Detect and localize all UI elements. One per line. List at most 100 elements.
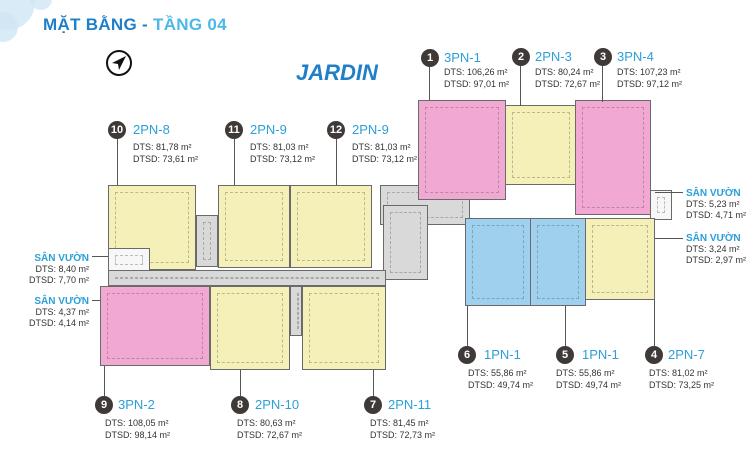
leader-line <box>92 300 100 301</box>
unit-dts: DTS: 81,02 m² <box>649 368 708 378</box>
unit-dts: DTS: 55,86 m² <box>556 368 615 378</box>
unit-dts: DTS: 81,45 m² <box>370 418 429 428</box>
garden-dts: DTS: 5,23 m² <box>686 199 740 209</box>
unit-3pn-1[interactable] <box>418 100 506 200</box>
unit-number-badge: 7 <box>364 396 382 414</box>
unit-2pn-7[interactable] <box>585 218 655 300</box>
garden-dts: DTS: 4,37 m² <box>35 307 89 317</box>
leader-line <box>565 306 566 346</box>
unit-type: 3PN-1 <box>444 50 481 65</box>
garden-dtsd: DTSD: 4,14 m² <box>28 318 89 328</box>
unit-3pn-4[interactable] <box>575 100 651 215</box>
unit-number-badge: 8 <box>231 396 249 414</box>
decor-bubble <box>30 0 52 10</box>
unit-dtsd: DTSD: 73,25 m² <box>649 380 715 390</box>
unit-dtsd: DTSD: 72,67 m² <box>237 430 303 440</box>
project-name: JARDIN <box>296 60 378 85</box>
unit-number-badge: 1 <box>421 49 439 67</box>
unit-type: 2PN-9 <box>352 122 389 137</box>
title-part1: MẶT BẰNG - <box>43 15 154 34</box>
garden-area <box>650 190 672 220</box>
unit-number-badge: 11 <box>225 121 243 139</box>
leader-line <box>373 370 374 396</box>
unit-dtsd: DTSD: 73,61 m² <box>133 154 199 164</box>
garden-dtsd: DTSD: 4,71 m² <box>686 210 747 220</box>
stairs <box>196 215 218 267</box>
unit-number-badge: 5 <box>556 346 574 364</box>
unit-dtsd: DTSD: 97,01 m² <box>444 79 510 89</box>
unit-dts: DTS: 80,24 m² <box>535 67 594 77</box>
leader-line <box>429 66 430 100</box>
unit-2pn-10[interactable] <box>210 286 290 370</box>
leader-line <box>336 139 337 185</box>
leader-line <box>104 366 105 396</box>
unit-dts: DTS: 81,03 m² <box>352 142 411 152</box>
unit-dtsd: DTSD: 73,12 m² <box>352 154 418 164</box>
unit-number-badge: 3 <box>594 48 612 66</box>
unit-dtsd: DTSD: 98,14 m² <box>105 430 171 440</box>
unit-1pn-1-6[interactable] <box>465 218 531 306</box>
unit-number-badge: 10 <box>108 121 126 139</box>
garden-dts: DTS: 8,40 m² <box>35 264 89 274</box>
garden-title: SÂN VƯỜN <box>34 253 89 264</box>
leader-line <box>602 66 603 102</box>
leader-line <box>234 139 235 185</box>
decor-bubble <box>0 12 18 42</box>
garden-dtsd: DTSD: 7,70 m² <box>28 275 89 285</box>
elevator-core <box>383 205 428 280</box>
leader-line <box>520 66 521 106</box>
garden-title: SÂN VƯỜN <box>686 188 741 199</box>
unit-type: 2PN-3 <box>535 49 572 64</box>
garden-title: SÂN VƯỜN <box>34 296 89 307</box>
unit-dts: DTS: 81,78 m² <box>133 142 192 152</box>
unit-number-badge: 9 <box>95 396 113 414</box>
title-floor: TẦNG 04 <box>153 15 227 34</box>
unit-type: 2PN-7 <box>668 347 705 362</box>
unit-type: 3PN-4 <box>617 49 654 64</box>
unit-dtsd: DTSD: 73,12 m² <box>250 154 316 164</box>
unit-dtsd: DTSD: 49,74 m² <box>556 380 622 390</box>
unit-type: 2PN-10 <box>255 397 300 412</box>
leader-line <box>240 370 241 396</box>
unit-type: 2PN-8 <box>133 122 170 137</box>
unit-2pn-3[interactable] <box>505 105 577 185</box>
unit-1pn-1-5[interactable] <box>530 218 586 306</box>
garden-dts: DTS: 3,24 m² <box>686 244 740 254</box>
unit-dtsd: DTSD: 72,73 m² <box>370 430 436 440</box>
unit-2pn-9-12[interactable] <box>290 185 372 268</box>
unit-dtsd: DTSD: 97,12 m² <box>617 79 683 89</box>
unit-2pn-9-11[interactable] <box>218 185 290 268</box>
garden-dtsd: DTSD: 2,97 m² <box>686 255 747 265</box>
unit-number-badge: 6 <box>458 346 476 364</box>
unit-dtsd: DTSD: 49,74 m² <box>468 380 534 390</box>
unit-type: 2PN-9 <box>250 122 287 137</box>
unit-2pn-11[interactable] <box>302 286 386 370</box>
unit-number-badge: 2 <box>512 48 530 66</box>
unit-number-badge: 4 <box>645 346 663 364</box>
leader-line <box>117 139 118 185</box>
unit-dts: DTS: 81,03 m² <box>250 142 309 152</box>
unit-type: 1PN-1 <box>582 347 619 362</box>
unit-dts: DTS: 107,23 m² <box>617 67 681 77</box>
leader-line <box>654 300 655 346</box>
unit-type: 3PN-2 <box>118 397 155 412</box>
unit-dts: DTS: 106,26 m² <box>444 67 508 77</box>
compass-icon <box>106 50 132 76</box>
garden-title: SÂN VƯỜN <box>686 233 741 244</box>
corridor <box>108 270 386 286</box>
leader-line <box>467 306 468 346</box>
page-title: MẶT BẰNG - TẦNG 04 <box>43 15 227 35</box>
unit-dts: DTS: 108,05 m² <box>105 418 169 428</box>
leader-line <box>655 238 683 239</box>
unit-3pn-2[interactable] <box>100 286 210 366</box>
unit-type: 2PN-11 <box>388 397 432 412</box>
unit-dtsd: DTSD: 72,67 m² <box>535 79 601 89</box>
garden-area <box>108 248 150 272</box>
unit-number-badge: 12 <box>327 121 345 139</box>
unit-type: 1PN-1 <box>484 347 521 362</box>
